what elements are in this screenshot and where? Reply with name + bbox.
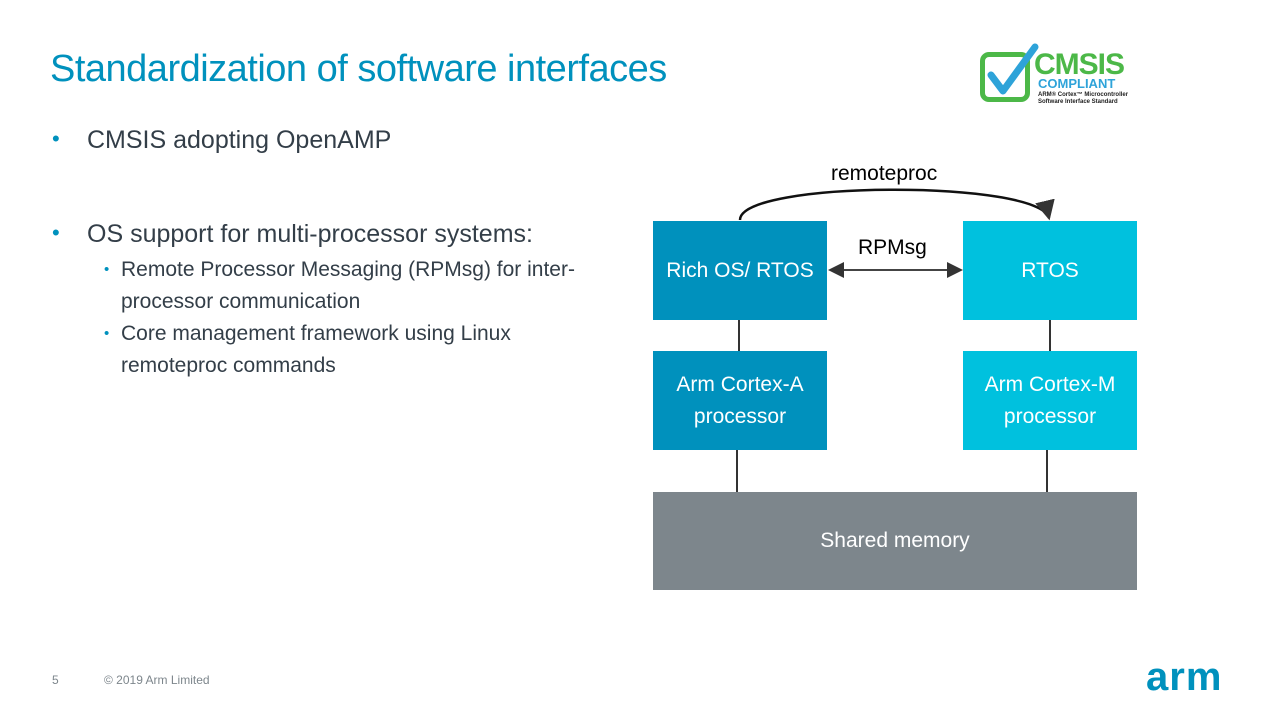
cmsis-compliant-text: COMPLIANT xyxy=(1038,76,1116,91)
remoteproc-arrow xyxy=(738,188,1055,221)
rpmsg-label: RPMsg xyxy=(858,236,927,259)
rtos-box: RTOS xyxy=(963,221,1137,320)
cortex-m-label: Arm Cortex-M processor xyxy=(984,372,1116,428)
sub-bullet-dot: • xyxy=(104,325,110,342)
shared-memory-label: Shared memory xyxy=(820,529,970,552)
copyright: © 2019 Arm Limited xyxy=(104,673,210,687)
sub-bullet-text: Core management framework using Linux re… xyxy=(121,322,511,377)
slide-title: Standardization of software interfaces xyxy=(50,48,667,90)
sub-bullet-text: Remote Processor Messaging (RPMsg) for i… xyxy=(121,258,575,313)
bullet-text: OS support for multi-processor systems: xyxy=(87,220,533,248)
arm-logo: arm xyxy=(1146,655,1223,699)
page-number: 5 xyxy=(52,673,59,687)
shared-memory-box: Shared memory xyxy=(653,492,1137,590)
checkmark-icon xyxy=(980,43,1039,102)
cortex-m-box: Arm Cortex-M processor xyxy=(963,351,1137,450)
sub-bullet-dot: • xyxy=(104,261,110,278)
bullet-dot: • xyxy=(52,126,60,151)
bullet-dot: • xyxy=(52,220,60,245)
bullet-text: CMSIS adopting OpenAMP xyxy=(87,126,392,154)
remoteproc-label: remoteproc xyxy=(831,162,938,185)
cortex-a-label: Arm Cortex-A processor xyxy=(676,372,804,428)
cortex-a-box: Arm Cortex-A processor xyxy=(653,351,827,450)
cmsis-word: CMSIS xyxy=(1034,48,1125,81)
rich-os-rtos-box: Rich OS/ RTOS xyxy=(653,221,827,320)
cmsis-subtitle-line2: Software Interface Standard xyxy=(1038,99,1118,105)
rtos-label: RTOS xyxy=(1021,258,1079,282)
cmsis-compliant-logo: CMSIS COMPLIANT ARM® Cortex™ Microcontro… xyxy=(980,43,1130,108)
rich-os-rtos-label: Rich OS/ RTOS xyxy=(666,258,814,282)
cmsis-subtitle-line1: ARM® Cortex™ Microcontroller xyxy=(1038,92,1129,98)
